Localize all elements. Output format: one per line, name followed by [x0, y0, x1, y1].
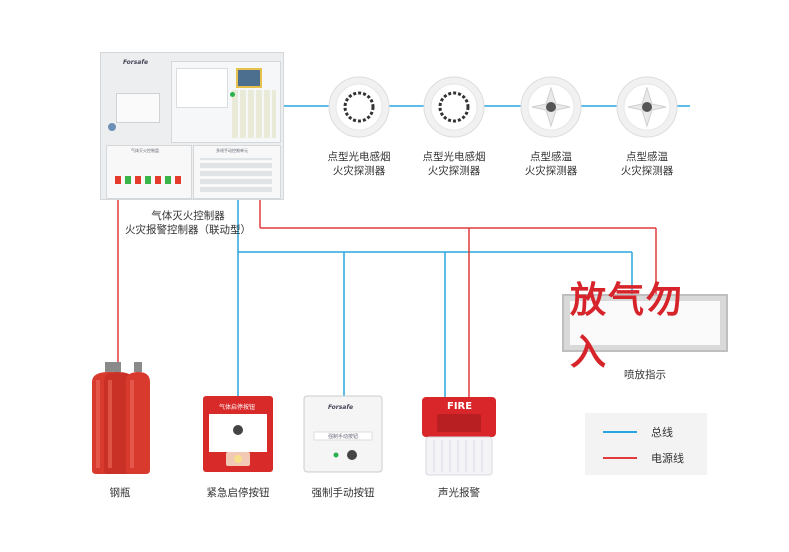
alarm-plate: FIRE	[447, 401, 473, 412]
heat-detector-2	[616, 76, 678, 138]
emergency-button-plate: 气体启停按钮	[219, 404, 256, 411]
alarm-label: 声光报警	[438, 487, 480, 499]
emergency-button-label: 紧急启停按钮	[206, 487, 270, 499]
manual-button-plate: 强制手动按钮	[328, 434, 359, 440]
emergency-button	[203, 396, 273, 472]
manual-button	[303, 395, 383, 473]
power-lines	[117, 200, 657, 398]
controller-brand: Forsafe	[123, 59, 149, 66]
manual-control-zone: 多线手动控制单元	[193, 145, 281, 199]
legend-bus: 总线	[603, 423, 703, 441]
keypad	[232, 90, 276, 138]
legend-power: 电源线	[603, 449, 703, 467]
lcd-display	[236, 68, 262, 88]
legend: 总线 电源线	[585, 413, 707, 475]
smoke-detector-2	[423, 76, 485, 138]
gas-control-zone: 气体灭火控制盘	[106, 145, 192, 199]
manual-button-label: 强制手动按钮	[311, 487, 375, 499]
detector-3-label-line2: 火灾探测器	[524, 165, 578, 177]
power-indicator-icon	[230, 92, 235, 97]
manual-button-brand: Forsafe	[328, 404, 354, 411]
detector-2-label-line1: 点型光电感烟	[422, 151, 486, 163]
sign-label: 喷放指示	[624, 369, 666, 381]
controller-label-line2: 火灾报警控制器（联动型）	[125, 224, 251, 236]
detector-4-label-line2: 火灾探测器	[620, 165, 674, 177]
smoke-detector-1	[328, 76, 390, 138]
zone-title-left: 气体灭火控制盘	[131, 148, 159, 153]
gas-cylinders	[92, 362, 150, 474]
manual-control-keys	[200, 158, 272, 192]
legend-bus-label: 总线	[651, 426, 673, 439]
heat-detector-1	[520, 76, 582, 138]
gas-extinguishing-controller: Forsafe 气体灭火控制盘 多线手动控制单元	[100, 52, 284, 200]
detector-4-label-line1: 点型感温	[626, 151, 668, 163]
controller-label-line1: 气体灭火控制器	[151, 210, 225, 222]
cylinder-3	[126, 362, 150, 474]
detector-1-label-line1: 点型光电感烟	[327, 151, 391, 163]
legend-power-label: 电源线	[651, 452, 684, 465]
legend-bus-swatch	[603, 431, 637, 433]
discharge-indicator-sign: 放气勿入	[562, 279, 728, 373]
detector-2-label-line2: 火灾探测器	[427, 165, 481, 177]
indicator-panel	[176, 68, 228, 108]
detector-3-label-line1: 点型感温	[530, 151, 572, 163]
controller-main-console	[171, 61, 281, 143]
zone-title-right: 多线手动控制单元	[216, 148, 248, 153]
legend-power-swatch	[603, 457, 637, 459]
key-lock-icon	[108, 123, 116, 131]
controller-printer	[116, 93, 160, 123]
zone-control-buttons	[115, 176, 185, 184]
sound-light-alarm	[422, 397, 496, 476]
cylinders-label: 钢瓶	[109, 487, 131, 499]
detector-1-label-line2: 火灾探测器	[332, 165, 386, 177]
sign-face: 放气勿入	[570, 279, 720, 373]
sign-text: 放气勿入	[570, 279, 685, 373]
